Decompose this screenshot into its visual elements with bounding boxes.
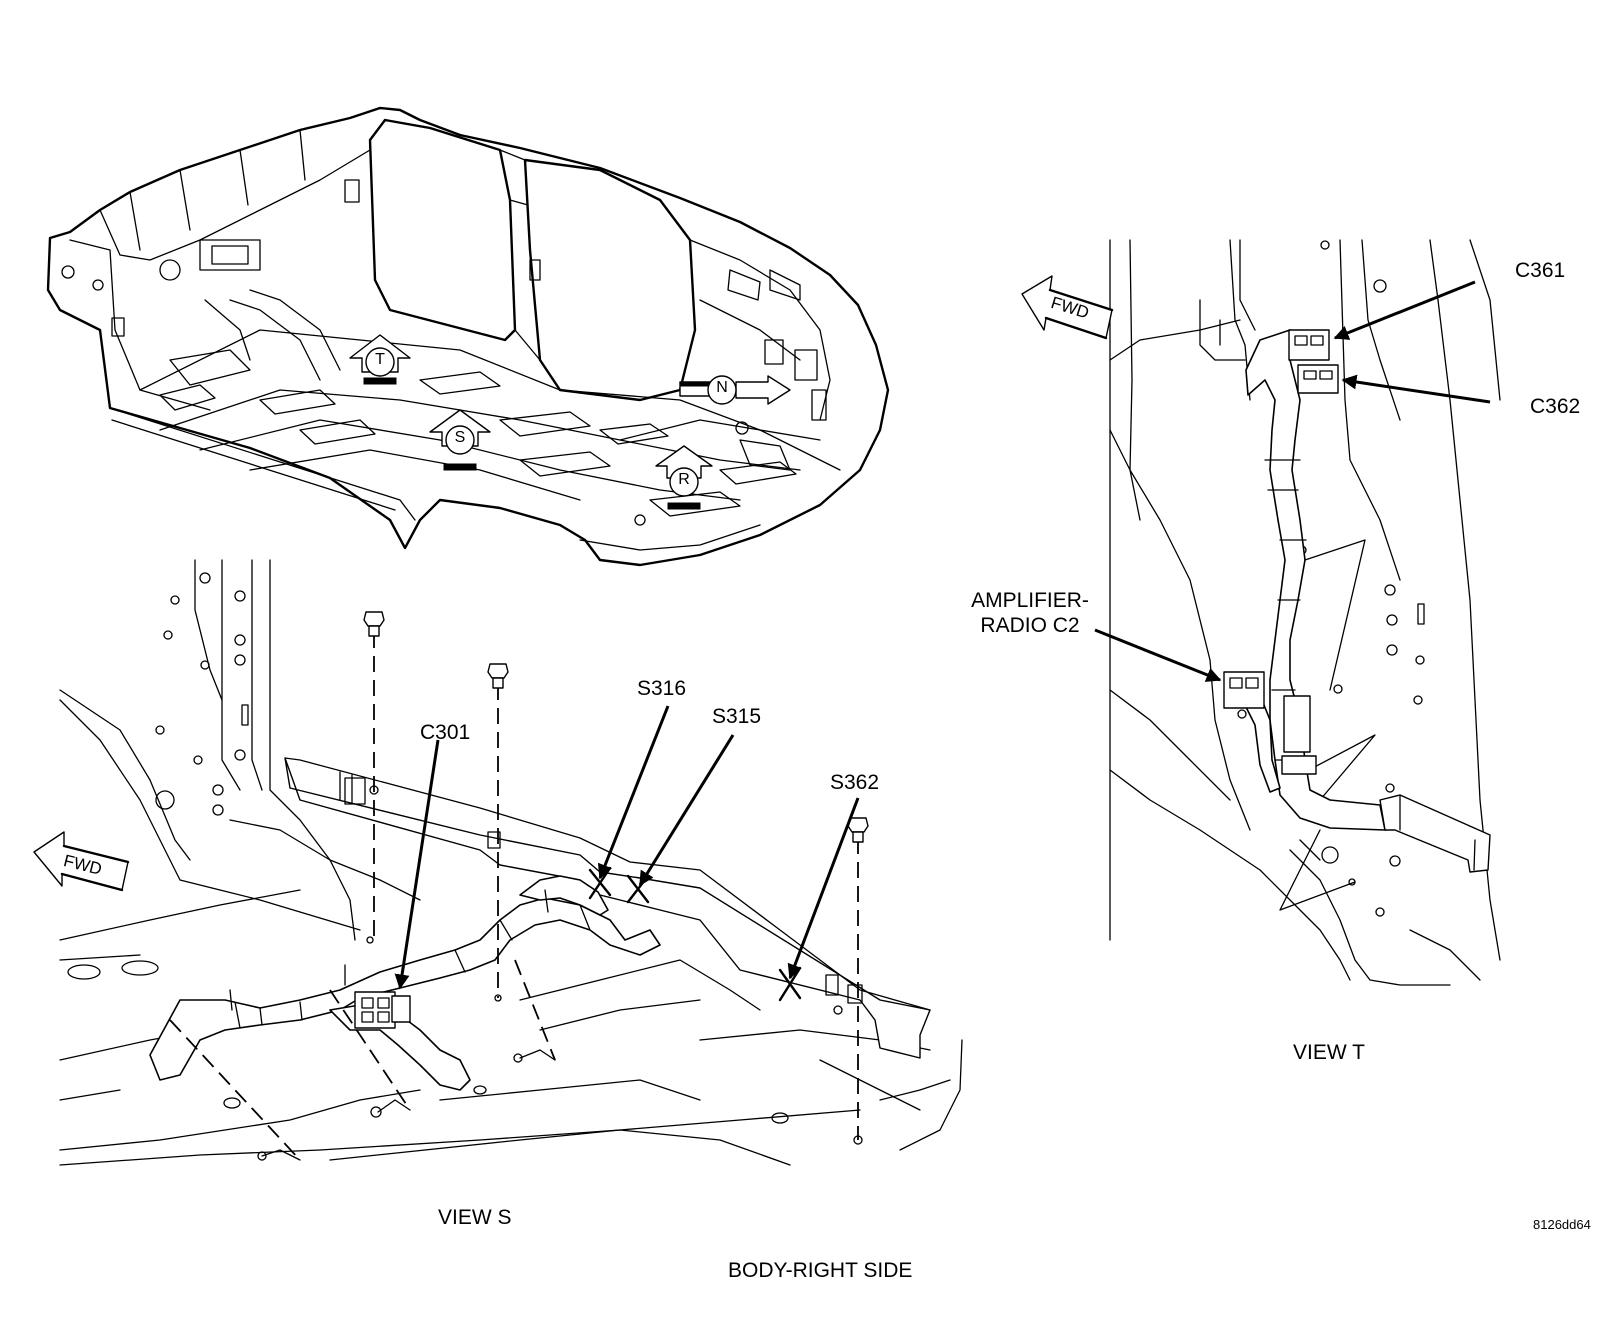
callout-c361: C361 [1515, 259, 1566, 282]
marker-t-circle [365, 347, 395, 377]
fwd-arrow-view-s [33, 831, 130, 892]
fastener-line-5 [169, 1019, 301, 1161]
marker-n-circle [707, 375, 737, 405]
callout-s316: S316 [637, 677, 687, 700]
leader-amplifier-radio-c2 [1094, 628, 1222, 682]
bolt-1 [363, 611, 385, 637]
view-t-drawing [1021, 239, 1501, 986]
view-s-drawing [33, 559, 963, 1166]
marker-r-letter: R [678, 471, 690, 488]
diagram-caption: BODY-RIGHT SIDE [728, 1259, 913, 1282]
callout-c362: C362 [1530, 395, 1581, 418]
marker-r [655, 445, 713, 510]
view-s-title: VIEW S [438, 1206, 512, 1229]
callout-amplifier-line2: RADIO C2 [980, 614, 1080, 637]
callout-amplifier-line1: AMPLIFIER- [971, 589, 1089, 612]
figure-id: 8126dd64 [1533, 1217, 1591, 1232]
marker-t-letter: T [375, 351, 385, 368]
marker-n [679, 375, 791, 405]
body-overview-drawing [46, 106, 890, 567]
bolt-2 [487, 663, 509, 689]
marker-s-circle [445, 425, 475, 455]
callout-s362: S362 [830, 771, 880, 794]
view-t-title: VIEW T [1293, 1041, 1365, 1064]
fastener-line-6 [329, 989, 411, 1111]
marker-n-letter: N [716, 379, 728, 396]
leader-c362 [1341, 374, 1491, 404]
fwd-arrow-view-t [1021, 275, 1114, 340]
callout-s315: S315 [712, 705, 762, 728]
bolt-3 [847, 817, 869, 843]
callout-c301: C301 [420, 721, 471, 744]
leader-c301 [394, 739, 440, 990]
marker-s-letter: S [454, 429, 466, 446]
fastener-line-4 [514, 959, 556, 1061]
marker-r-circle [669, 467, 699, 497]
leader-c361 [1333, 280, 1476, 340]
leader-s315 [638, 734, 735, 887]
leader-s362 [787, 797, 860, 980]
leader-s316 [597, 705, 670, 880]
